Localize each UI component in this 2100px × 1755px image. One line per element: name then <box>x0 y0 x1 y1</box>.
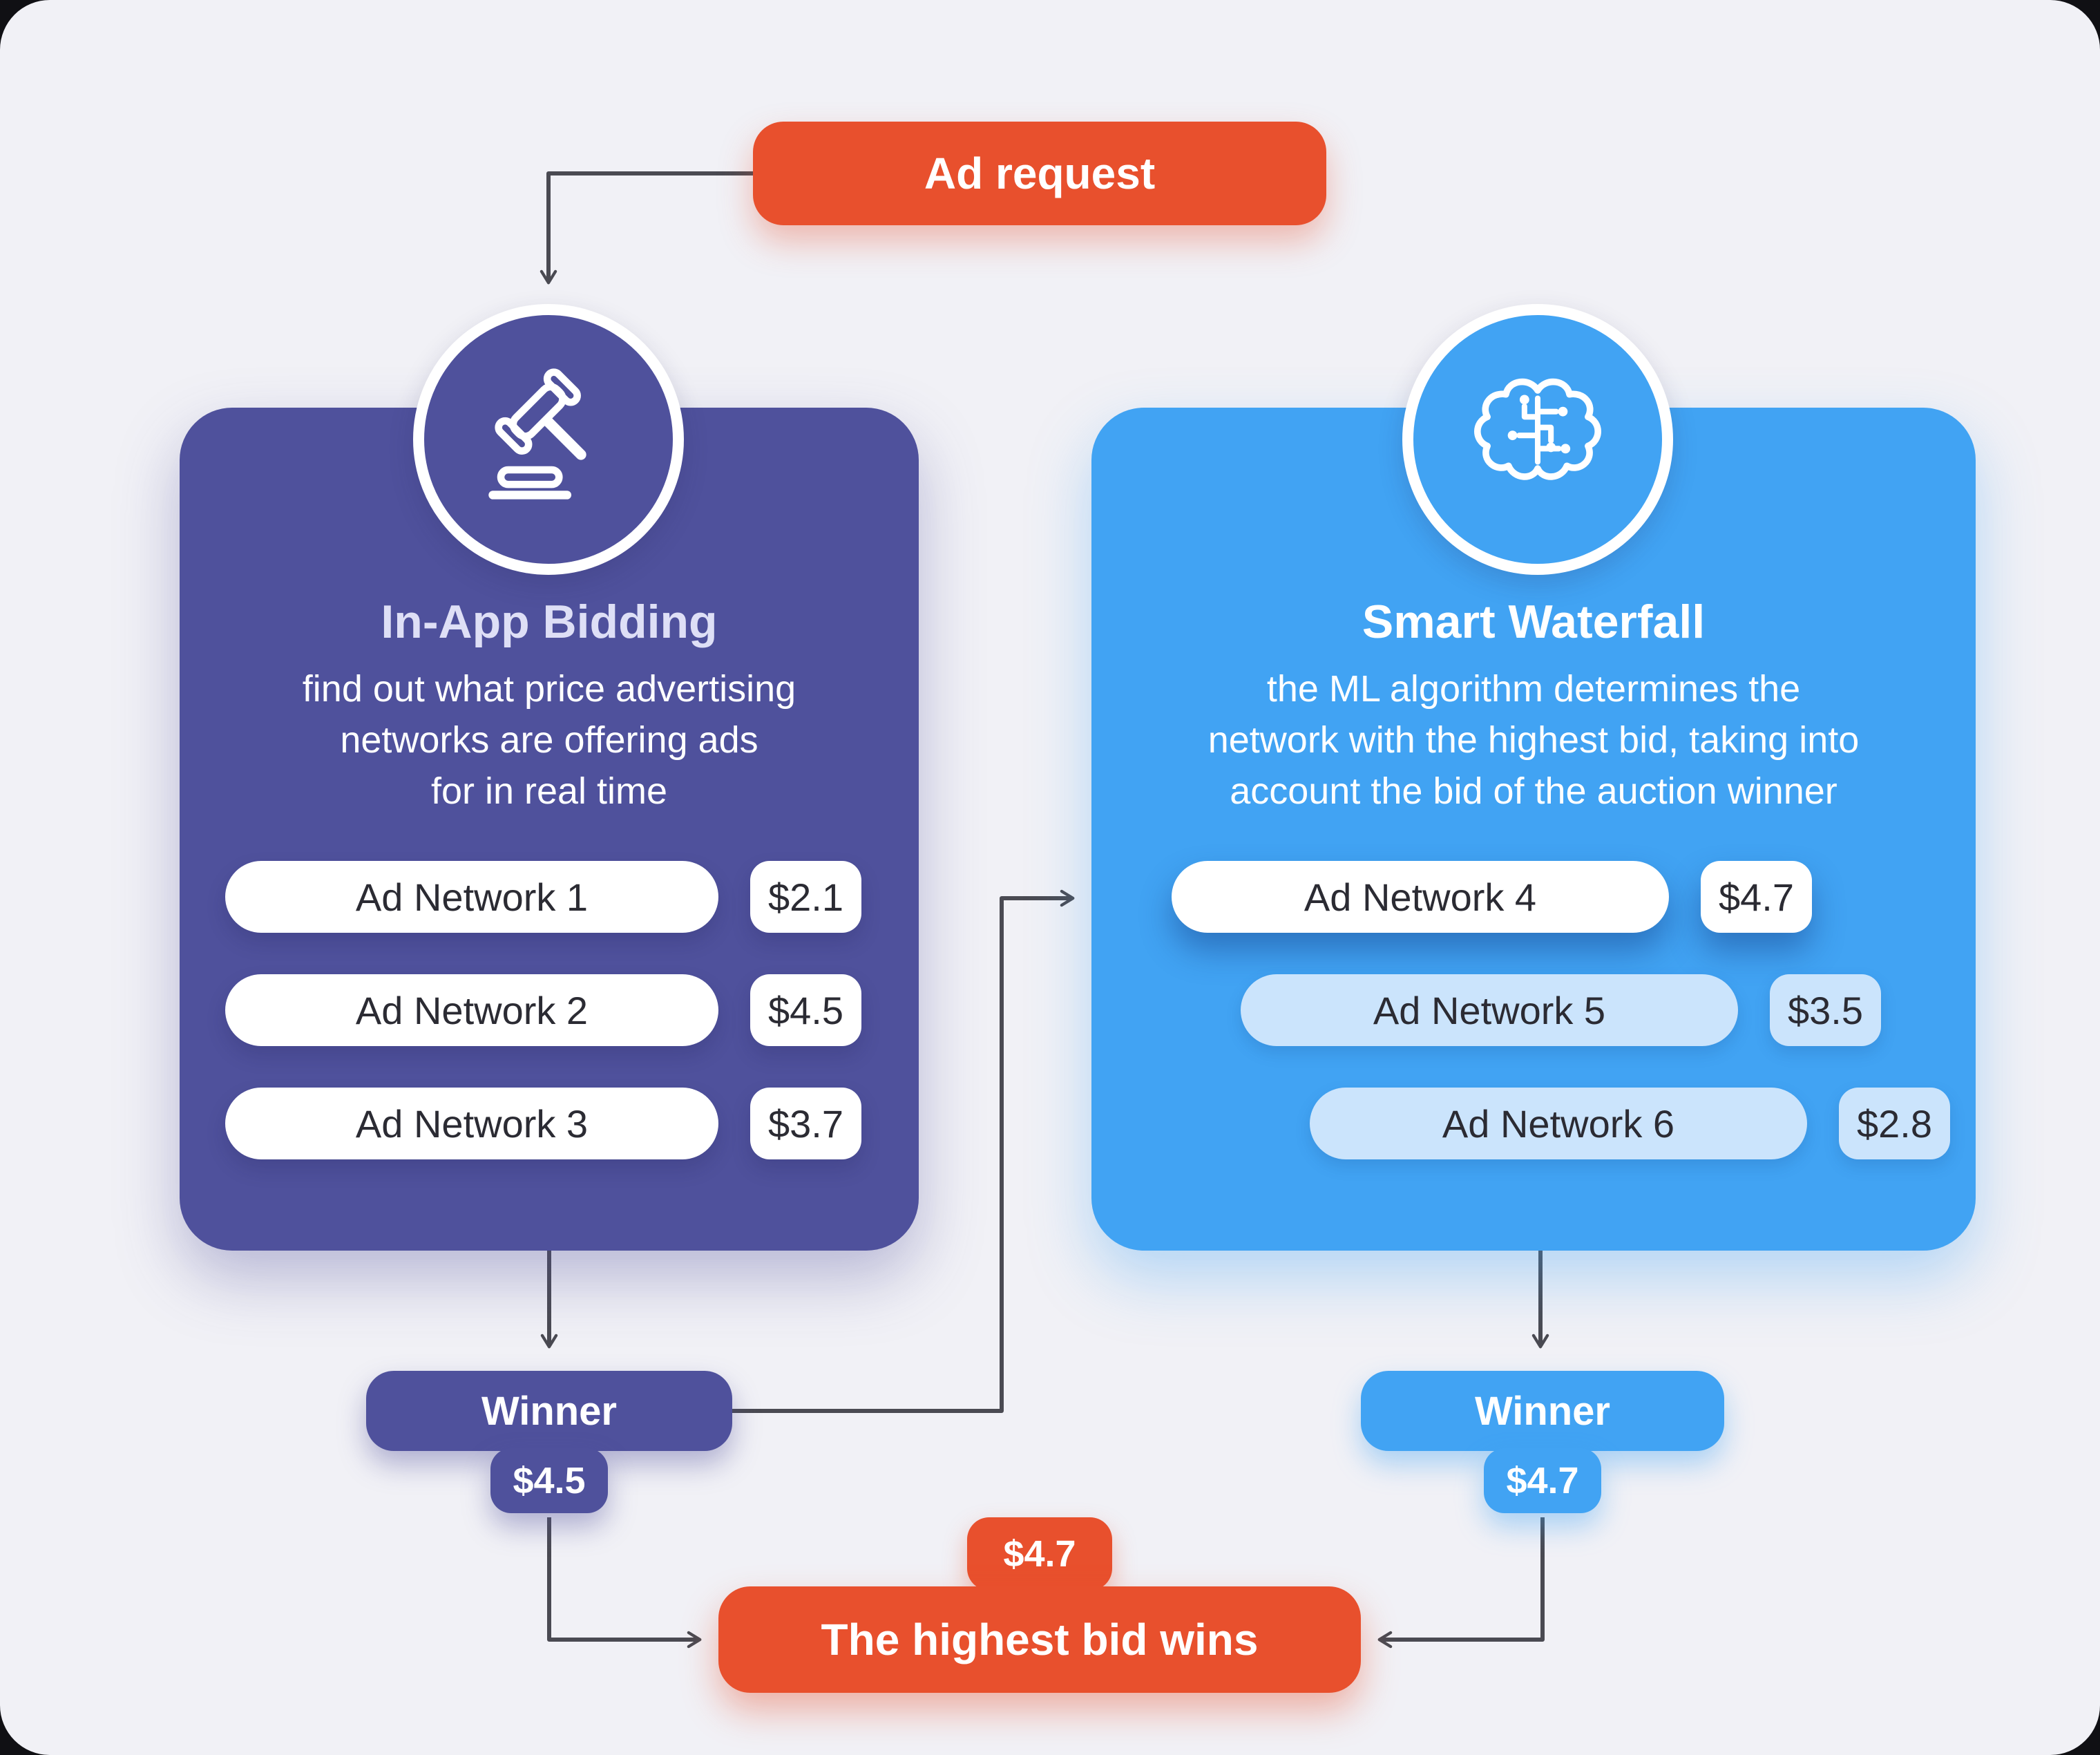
subtitle-line: networks are offering ads <box>340 719 758 761</box>
gavel-icon <box>469 359 628 521</box>
in-app-bidding-subtitle: find out what price advertising networks… <box>180 663 919 817</box>
network-pill: Ad Network 6 <box>1310 1088 1807 1159</box>
network-row: Ad Network 2 $4.5 <box>180 974 919 1046</box>
bidding-network-list: Ad Network 1 $2.1 Ad Network 2 $4.5 Ad N… <box>180 861 919 1159</box>
winner-label: Winner <box>1474 1388 1611 1434</box>
subtitle-line: the ML algorithm determines the <box>1266 668 1801 710</box>
bid-pill: $4.5 <box>750 974 861 1046</box>
ad-request-label: Ad request <box>924 149 1156 198</box>
bid-pill: $3.5 <box>1770 974 1881 1046</box>
brain-circuit-icon-circle <box>1402 304 1673 575</box>
winner-bid-value: $4.7 <box>1506 1460 1579 1501</box>
network-pill: Ad Network 2 <box>225 974 718 1046</box>
subtitle-line: for in real time <box>430 770 668 812</box>
ad-request-badge: Ad request <box>753 122 1326 225</box>
subtitle-line: find out what price advertising <box>302 668 796 710</box>
arrow-left-winner-to-result <box>547 1517 702 1649</box>
gavel-icon-circle <box>413 304 684 575</box>
winner-label: Winner <box>481 1388 618 1434</box>
network-pill: Ad Network 3 <box>225 1088 718 1159</box>
bid-pill: $3.7 <box>750 1088 861 1159</box>
in-app-bidding-panel: In-App Bidding find out what price adver… <box>180 408 919 1251</box>
smart-waterfall-title: Smart Waterfall <box>1362 596 1706 648</box>
bidding-winner-badge: Winner <box>366 1371 732 1451</box>
waterfall-network-list: Ad Network 4 $4.7 Ad Network 5 $3.5 Ad N… <box>1091 861 1976 1159</box>
network-row: Ad Network 4 $4.7 <box>1091 861 1976 933</box>
bid-pill: $4.7 <box>1701 861 1812 933</box>
subtitle-line: network with the highest bid, taking int… <box>1208 719 1860 761</box>
brain-circuit-icon <box>1458 359 1617 521</box>
highest-bid-wins-badge: The highest bid wins <box>718 1586 1361 1693</box>
in-app-bidding-title: In-App Bidding <box>381 596 718 648</box>
winner-bid-value: $4.5 <box>513 1460 586 1501</box>
network-row: Ad Network 6 $2.8 <box>1091 1088 1976 1159</box>
smart-waterfall-subtitle: the ML algorithm determines the network … <box>1091 663 1976 817</box>
network-row: Ad Network 3 $3.7 <box>180 1088 919 1159</box>
network-pill: Ad Network 4 <box>1172 861 1669 933</box>
bid-pill: $2.1 <box>750 861 861 933</box>
bid-pill: $2.8 <box>1839 1088 1950 1159</box>
subtitle-line: account the bid of the auction winner <box>1230 770 1838 812</box>
waterfall-winner-badge: Winner <box>1361 1371 1724 1451</box>
network-row: Ad Network 5 $3.5 <box>1091 974 1976 1046</box>
bidding-winner-bid: $4.5 <box>490 1448 608 1513</box>
arrow-adrequest-to-bidding <box>540 171 753 285</box>
result-top-bid-value: $4.7 <box>1003 1533 1076 1575</box>
network-pill: Ad Network 1 <box>225 861 718 933</box>
network-pill: Ad Network 5 <box>1241 974 1738 1046</box>
arrow-right-winner-to-result <box>1377 1517 1545 1649</box>
result-label: The highest bid wins <box>821 1615 1259 1664</box>
waterfall-winner-bid: $4.7 <box>1484 1448 1601 1513</box>
result-top-bid-badge: $4.7 <box>967 1517 1112 1591</box>
network-row: Ad Network 1 $2.1 <box>180 861 919 933</box>
